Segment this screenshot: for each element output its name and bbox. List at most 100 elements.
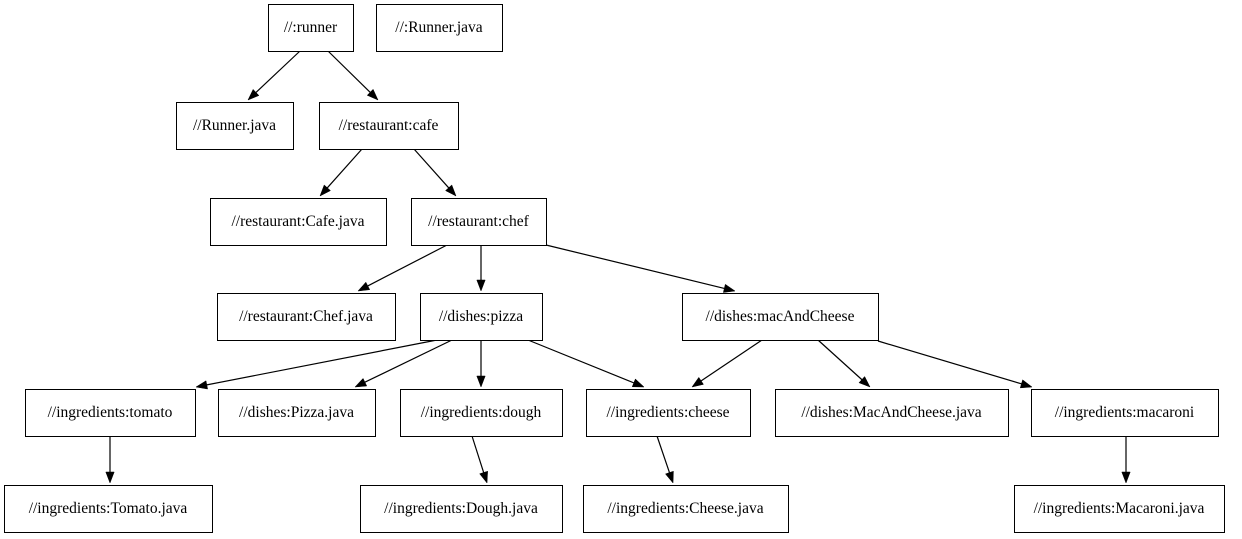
node-label: //ingredients:Cheese.java [607,500,763,517]
node-box[interactable] [586,389,751,437]
edge-arrowhead-icon [476,375,486,388]
node-label: //Runner.java [193,117,276,134]
node-label: //restaurant:Cafe.java [232,213,365,230]
node-label: //ingredients:Tomato.java [29,500,188,517]
edge-arrowhead-icon [357,281,371,292]
edge-arrowhead-icon [319,184,331,197]
edge-runner-to-restaurant_cafe [327,50,379,101]
node-box[interactable] [420,293,543,341]
edge-layer [105,50,1131,484]
edge-restaurant_chef-to-dishes_macncheese [545,244,736,293]
node-box[interactable] [217,293,396,341]
edge-arrowhead-icon [247,88,260,101]
edge-line [817,339,863,381]
node-restaurant_cafe[interactable]: //restaurant:cafe [319,102,459,150]
edge-line [364,339,453,383]
node-runner_java_root[interactable]: //:Runner.java [376,4,503,52]
node-label: //restaurant:Chef.java [239,308,373,325]
node-pizza_java[interactable]: //dishes:Pizza.java [218,389,376,437]
node-restaurant_chef[interactable]: //restaurant:chef [411,198,547,246]
node-box[interactable] [210,198,387,246]
edge-ing_tomato-to-tomato_java [105,436,115,484]
edge-dishes_pizza-to-ing_cheese [527,339,645,388]
edge-line [413,148,450,189]
edge-arrowhead-icon [1121,471,1131,484]
node-dishes_pizza[interactable]: //dishes:pizza [420,293,543,341]
node-box[interactable] [25,389,196,437]
node-runner_java[interactable]: //Runner.java [176,102,294,150]
node-box[interactable] [376,4,503,52]
node-box[interactable] [4,485,213,533]
node-runner[interactable]: //:runner [268,4,354,52]
node-box[interactable] [1014,485,1225,533]
node-box[interactable] [400,389,563,437]
node-box[interactable] [176,102,294,150]
edge-arrowhead-icon [445,184,457,197]
edge-line [326,148,363,189]
node-macncheese_java[interactable]: //dishes:MacAndCheese.java [775,389,1009,437]
node-ing_cheese[interactable]: //ingredients:cheese [586,389,751,437]
edge-line [545,244,725,289]
edge-line [471,435,485,473]
edge-restaurant_chef-to-dishes_pizza [476,245,486,292]
node-label: //ingredients:cheese [606,404,729,421]
node-box[interactable] [218,389,376,437]
node-box[interactable] [775,389,1009,437]
node-cafe_java[interactable]: //restaurant:Cafe.java [210,198,387,246]
edge-ing_dough-to-dough_java [471,435,488,484]
edge-arrowhead-icon [691,376,704,388]
edge-arrowhead-icon [722,283,736,293]
node-box[interactable] [1031,389,1219,437]
edge-arrowhead-icon [476,279,486,292]
node-label: //ingredients:Macaroni.java [1034,500,1205,517]
node-chef_java[interactable]: //restaurant:Chef.java [217,293,396,341]
node-box[interactable] [583,485,789,533]
edge-arrowhead-icon [479,470,488,484]
edge-dishes_macncheese-to-ing_cheese [691,339,763,388]
node-macaroni_java[interactable]: //ingredients:Macaroni.java [1014,485,1225,533]
node-dishes_macncheese[interactable]: //dishes:macAndCheese [682,293,879,341]
edge-dishes_pizza-to-ing_dough [476,340,486,388]
edge-dishes_macncheese-to-ing_macaroni [877,340,1033,389]
edge-dishes_pizza-to-ing_tomato [195,339,438,390]
node-label: //ingredients:macaroni [1055,404,1195,421]
node-label: //ingredients:Dough.java [384,500,538,517]
edge-line [877,340,1022,385]
edge-line [367,244,448,287]
node-tomato_java[interactable]: //ingredients:Tomato.java [4,485,213,533]
node-label: //dishes:Pizza.java [239,404,354,421]
node-ing_dough[interactable]: //ingredients:dough [400,389,563,437]
node-box[interactable] [360,485,563,533]
node-label: //:runner [284,19,338,36]
edge-arrowhead-icon [858,376,871,388]
node-dough_java[interactable]: //ingredients:Dough.java [360,485,563,533]
node-ing_macaroni[interactable]: //ingredients:macaroni [1031,389,1219,437]
edge-line [255,50,301,93]
edge-line [206,339,438,386]
node-label: //ingredients:dough [421,404,542,421]
node-label: //dishes:MacAndCheese.java [801,404,981,421]
node-label: //ingredients:tomato [48,404,173,421]
node-label: //restaurant:chef [428,213,530,230]
edge-restaurant_chef-to-chef_java [357,244,448,292]
edge-arrowhead-icon [366,88,379,101]
edge-dishes_pizza-to-pizza_java [354,339,453,388]
edge-dishes_macncheese-to-macncheese_java [817,339,871,388]
edge-ing_cheese-to-cheese_java [656,435,674,484]
node-box[interactable] [268,4,354,52]
node-cheese_java[interactable]: //ingredients:Cheese.java [583,485,789,533]
node-box[interactable] [319,102,459,150]
node-label: //restaurant:cafe [339,117,439,134]
edge-restaurant_cafe-to-cafe_java [319,148,363,197]
node-label: //:Runner.java [395,19,483,36]
edge-arrowhead-icon [354,377,368,388]
node-label: //dishes:pizza [439,308,523,325]
edge-line [700,339,763,382]
edge-arrowhead-icon [631,378,645,388]
node-box[interactable] [682,293,879,341]
node-box[interactable] [411,198,547,246]
edge-restaurant_cafe-to-restaurant_chef [413,148,457,197]
edge-arrowhead-icon [1019,379,1033,389]
node-ing_tomato[interactable]: //ingredients:tomato [25,389,196,437]
